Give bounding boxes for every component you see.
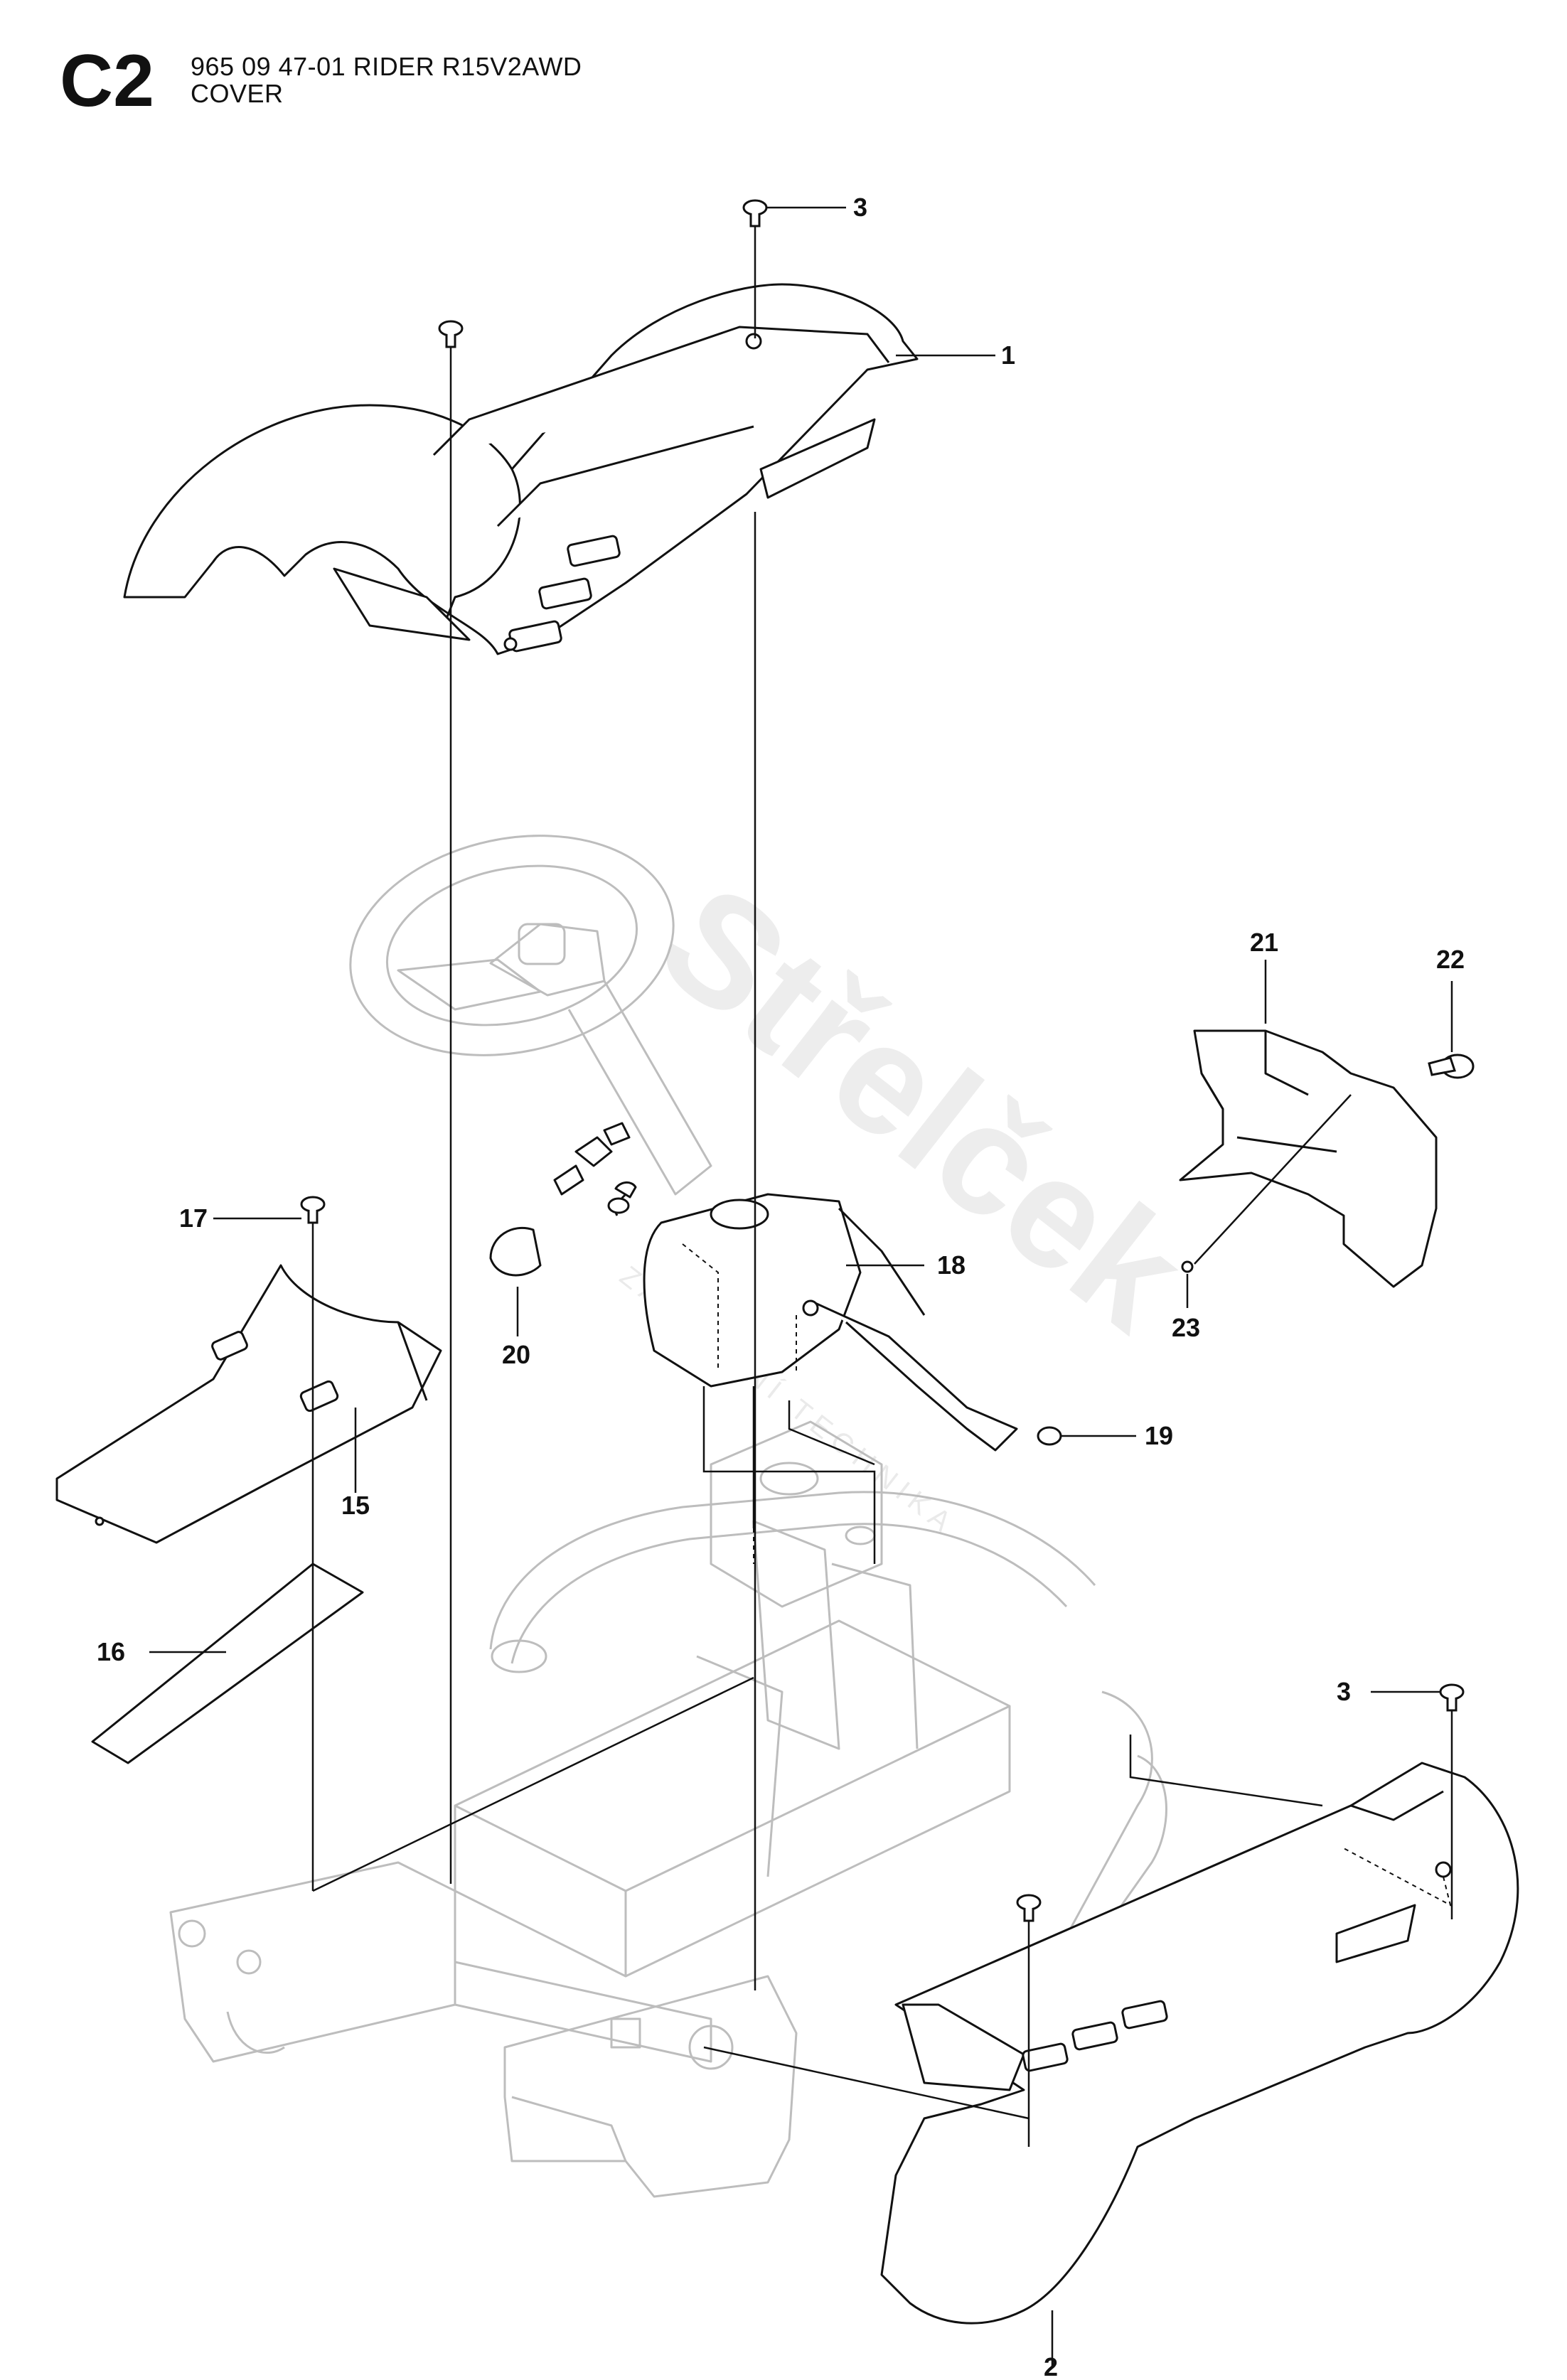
part-column-cover <box>614 1193 1018 1452</box>
callout-18: 18 <box>937 1250 966 1280</box>
part-tunnel-cover <box>1179 1029 1438 1288</box>
callout-16: 16 <box>97 1637 125 1666</box>
callout-3-bottom: 3 <box>1337 1677 1351 1706</box>
callout-labels: 3 1 21 22 17 18 23 20 19 15 16 3 2 <box>97 193 1465 2380</box>
part-side-panel <box>55 1264 442 1544</box>
callout-23: 23 <box>1172 1313 1200 1342</box>
callout-2: 2 <box>1044 2352 1058 2380</box>
callout-leaders <box>149 206 1453 2367</box>
hidden-lines <box>682 1243 1452 2140</box>
section-code: C2 <box>60 40 154 122</box>
model-title: 965 09 47-01 RIDER R15V2AWD <box>191 52 582 81</box>
callout-3-top: 3 <box>853 193 867 222</box>
callout-21: 21 <box>1250 928 1278 957</box>
chassis-frame-ghost <box>169 835 1167 2198</box>
callout-20: 20 <box>502 1340 530 1369</box>
callout-15: 15 <box>341 1491 370 1520</box>
callout-1: 1 <box>1001 341 1015 370</box>
assembly-lines <box>311 226 1453 2147</box>
part-strip <box>91 1562 364 1764</box>
screws <box>300 199 1465 1922</box>
assembly-title: COVER <box>191 79 284 108</box>
callout-17: 17 <box>179 1204 208 1233</box>
part-pin-and-washer <box>1181 1054 1475 1273</box>
part-rear-fender-cover <box>123 283 919 655</box>
callout-19: 19 <box>1145 1421 1173 1450</box>
callout-22: 22 <box>1436 945 1465 974</box>
part-front-fender-cover <box>880 1762 1519 2325</box>
part-knob-hardware <box>489 1122 637 1277</box>
